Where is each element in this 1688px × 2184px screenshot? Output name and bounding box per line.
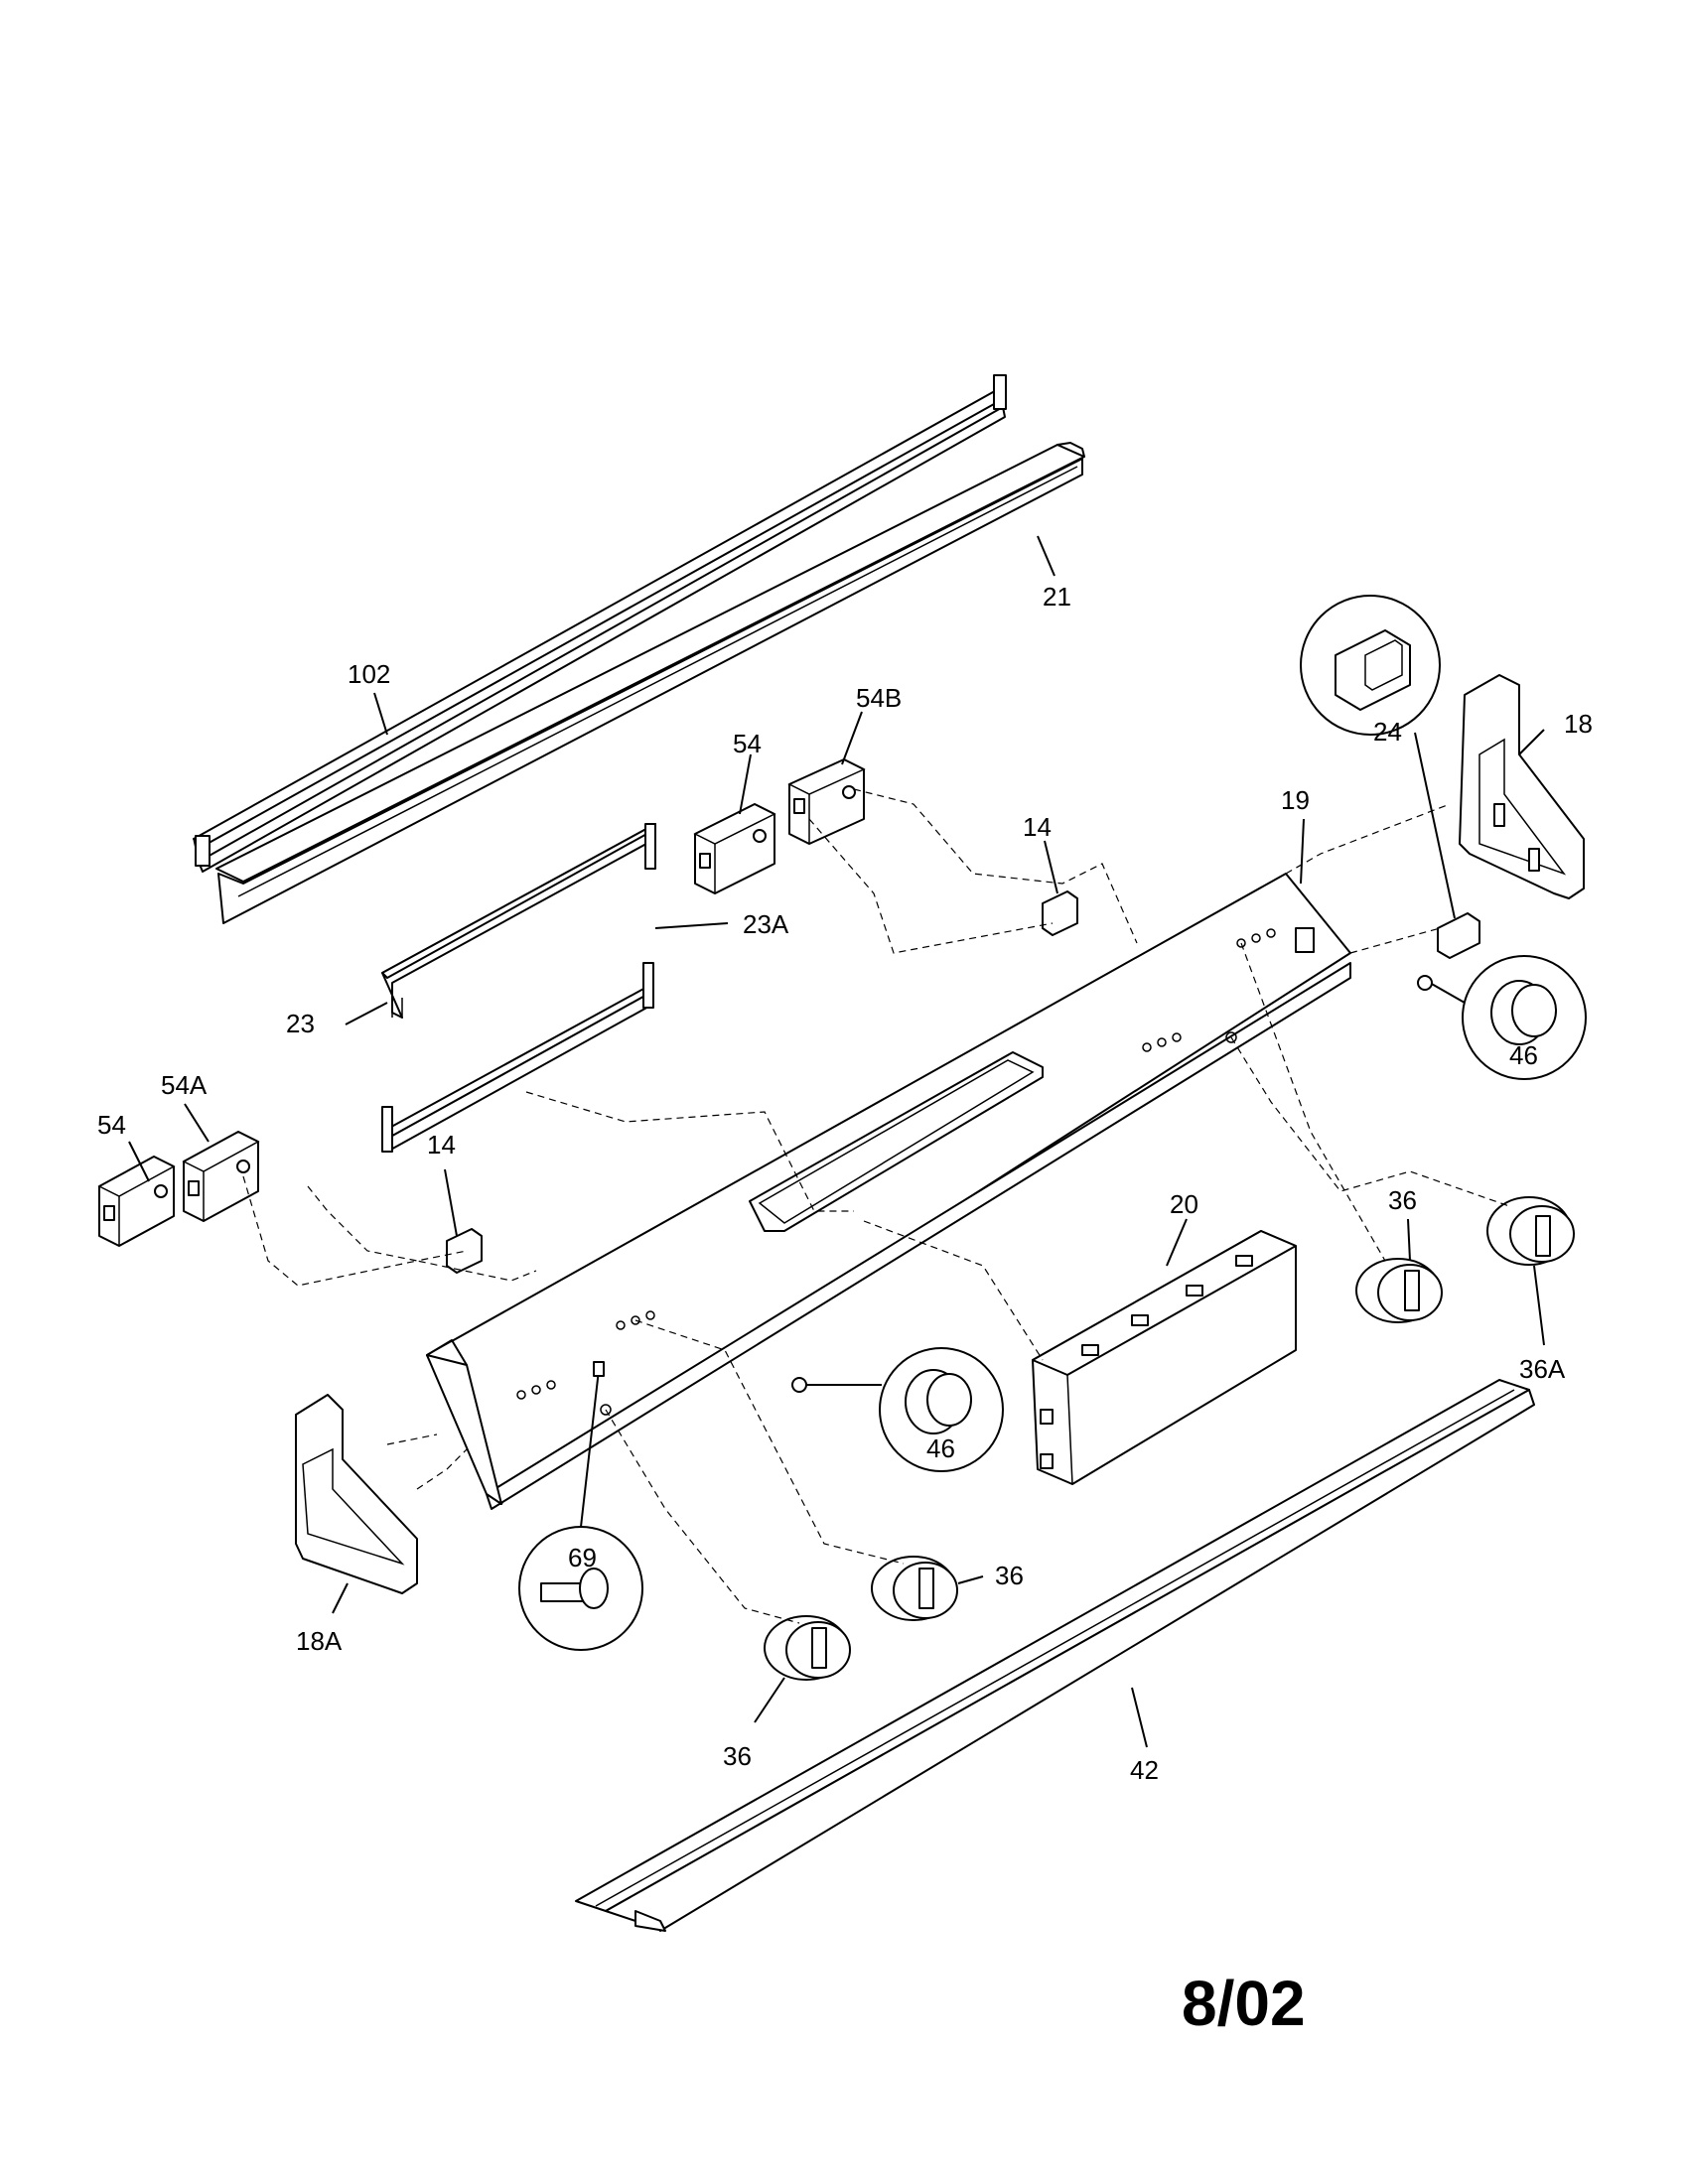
label-20: 20	[1170, 1189, 1198, 1219]
label-54-left: 54	[97, 1110, 126, 1140]
part-18-end-cap-right	[1459, 674, 1585, 899]
label-14-top: 14	[1023, 812, 1052, 842]
part-20-control-board	[1032, 1230, 1297, 1485]
part-14-clip-top	[1042, 890, 1078, 936]
part-36-knob-bottom	[764, 1615, 851, 1681]
date-code: 8/02	[1182, 1968, 1306, 2039]
part-54a-switch	[182, 1131, 260, 1222]
part-36a-knob	[1486, 1196, 1575, 1266]
part-21-rail	[215, 442, 1085, 924]
label-42: 42	[1130, 1755, 1159, 1785]
callout-24-switch	[1300, 595, 1480, 959]
part-23a-bracket	[381, 962, 654, 1153]
label-46-mid: 46	[926, 1433, 955, 1463]
label-102: 102	[348, 659, 390, 689]
label-18a: 18A	[296, 1626, 343, 1656]
label-19: 19	[1281, 785, 1310, 815]
part-36-knob-right	[1355, 1258, 1443, 1323]
label-14-left: 14	[427, 1130, 456, 1160]
label-69: 69	[568, 1543, 597, 1572]
part-54b-switch	[787, 758, 866, 845]
label-leaders	[128, 535, 1545, 1748]
label-21: 21	[1043, 582, 1071, 612]
part-labels: 102 21 18 24 19 54B 54 14 23 23A 46 54A …	[97, 582, 1593, 1785]
assembly-lines	[242, 788, 1510, 1624]
part-23-bracket	[381, 823, 656, 1019]
part-102-top-rail	[193, 374, 1007, 873]
label-36a: 36A	[1519, 1354, 1566, 1384]
part-54-switch-left	[97, 1156, 176, 1247]
label-54b: 54B	[856, 683, 902, 713]
part-36-knob-mid	[871, 1556, 958, 1621]
part-42-bottom-trim	[575, 1379, 1535, 1932]
callout-69-screw	[518, 1361, 643, 1651]
label-46-right: 46	[1509, 1040, 1538, 1070]
label-36-mid: 36	[995, 1561, 1024, 1590]
part-14-clip-left	[446, 1228, 483, 1274]
label-23: 23	[286, 1009, 315, 1038]
label-18: 18	[1564, 709, 1593, 739]
label-36-bottom: 36	[723, 1741, 752, 1771]
part-54-switch-top	[693, 803, 776, 894]
label-24: 24	[1373, 717, 1402, 747]
part-18a-end-cap-left	[295, 1394, 418, 1594]
label-54-top: 54	[733, 729, 762, 758]
callout-46-mid	[791, 1347, 1004, 1472]
label-54a: 54A	[161, 1070, 208, 1100]
label-23a: 23A	[743, 909, 789, 939]
label-36-right: 36	[1388, 1185, 1417, 1215]
callout-46-right	[1417, 955, 1587, 1080]
